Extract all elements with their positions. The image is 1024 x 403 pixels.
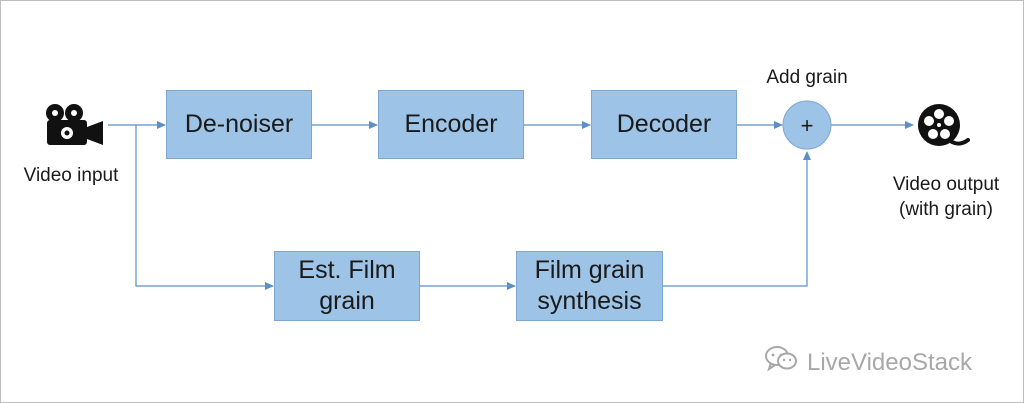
video-camera-icon	[43, 102, 105, 148]
wechat-icon	[763, 344, 799, 381]
arrow-synthesis-to-adder	[662, 151, 811, 287]
film-grain-synthesis-block: Film grain synthesis	[516, 251, 663, 321]
encoder-block: Encoder	[378, 90, 524, 159]
video-output-label: Video output (with grain)	[892, 174, 1000, 220]
add-grain-label: Add grain	[766, 67, 848, 88]
adder-symbol: +	[801, 113, 814, 138]
watermark: LiveVideoStack	[763, 344, 972, 381]
arrow-input-branch-to-estimate	[135, 125, 274, 290]
video-input-label: Video input	[23, 165, 119, 186]
estimate-film-grain-block: Est. Film grain	[274, 251, 420, 321]
watermark-text: LiveVideoStack	[807, 348, 972, 376]
adder-node	[782, 100, 832, 150]
film-reel-icon	[914, 102, 970, 152]
decoder-block: Decoder	[591, 90, 737, 159]
denoiser-block: De-noiser	[166, 90, 312, 159]
